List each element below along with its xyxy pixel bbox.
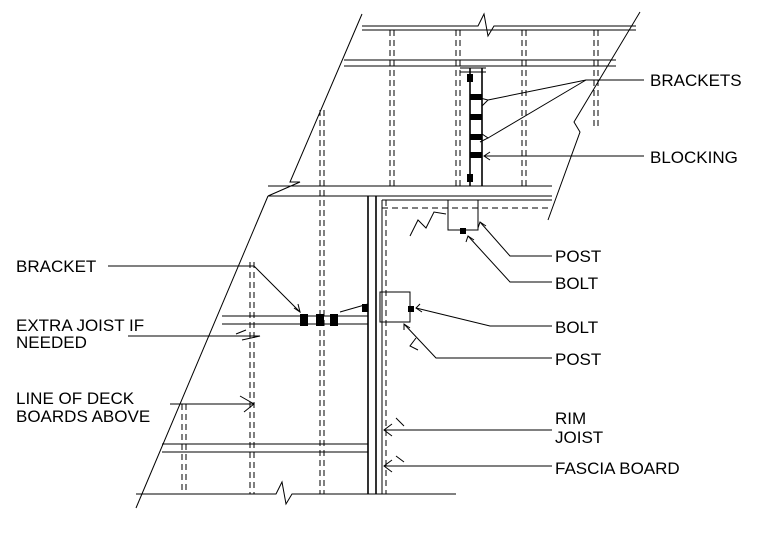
labels: BRACKETS BLOCKING POST BOLT BRACKET EXTR… [16, 71, 742, 478]
label-extra-joist-1: EXTRA JOIST IF [16, 316, 144, 335]
leader-lines [108, 79, 644, 473]
label-deck-boards-2: BOARDS ABOVE [16, 407, 150, 426]
label-rim-1: RIM [555, 409, 586, 428]
upper-framing [267, 11, 641, 221]
label-brackets: BRACKETS [650, 71, 742, 90]
label-blocking: BLOCKING [650, 148, 738, 167]
label-extra-joist-2: NEEDED [16, 333, 87, 352]
post-top [447, 199, 479, 234]
lower-framing [135, 110, 456, 509]
label-post-top: POST [555, 247, 601, 266]
label-rim-2: JOIST [555, 428, 603, 447]
label-post-mid: POST [555, 350, 601, 369]
label-bolt-mid: BOLT [555, 318, 598, 337]
label-deck-boards-1: LINE OF DECK [16, 389, 135, 408]
label-bracket: BRACKET [16, 257, 96, 276]
label-fascia: FASCIA BOARD [555, 459, 680, 478]
label-bolt-top: BOLT [555, 274, 598, 293]
